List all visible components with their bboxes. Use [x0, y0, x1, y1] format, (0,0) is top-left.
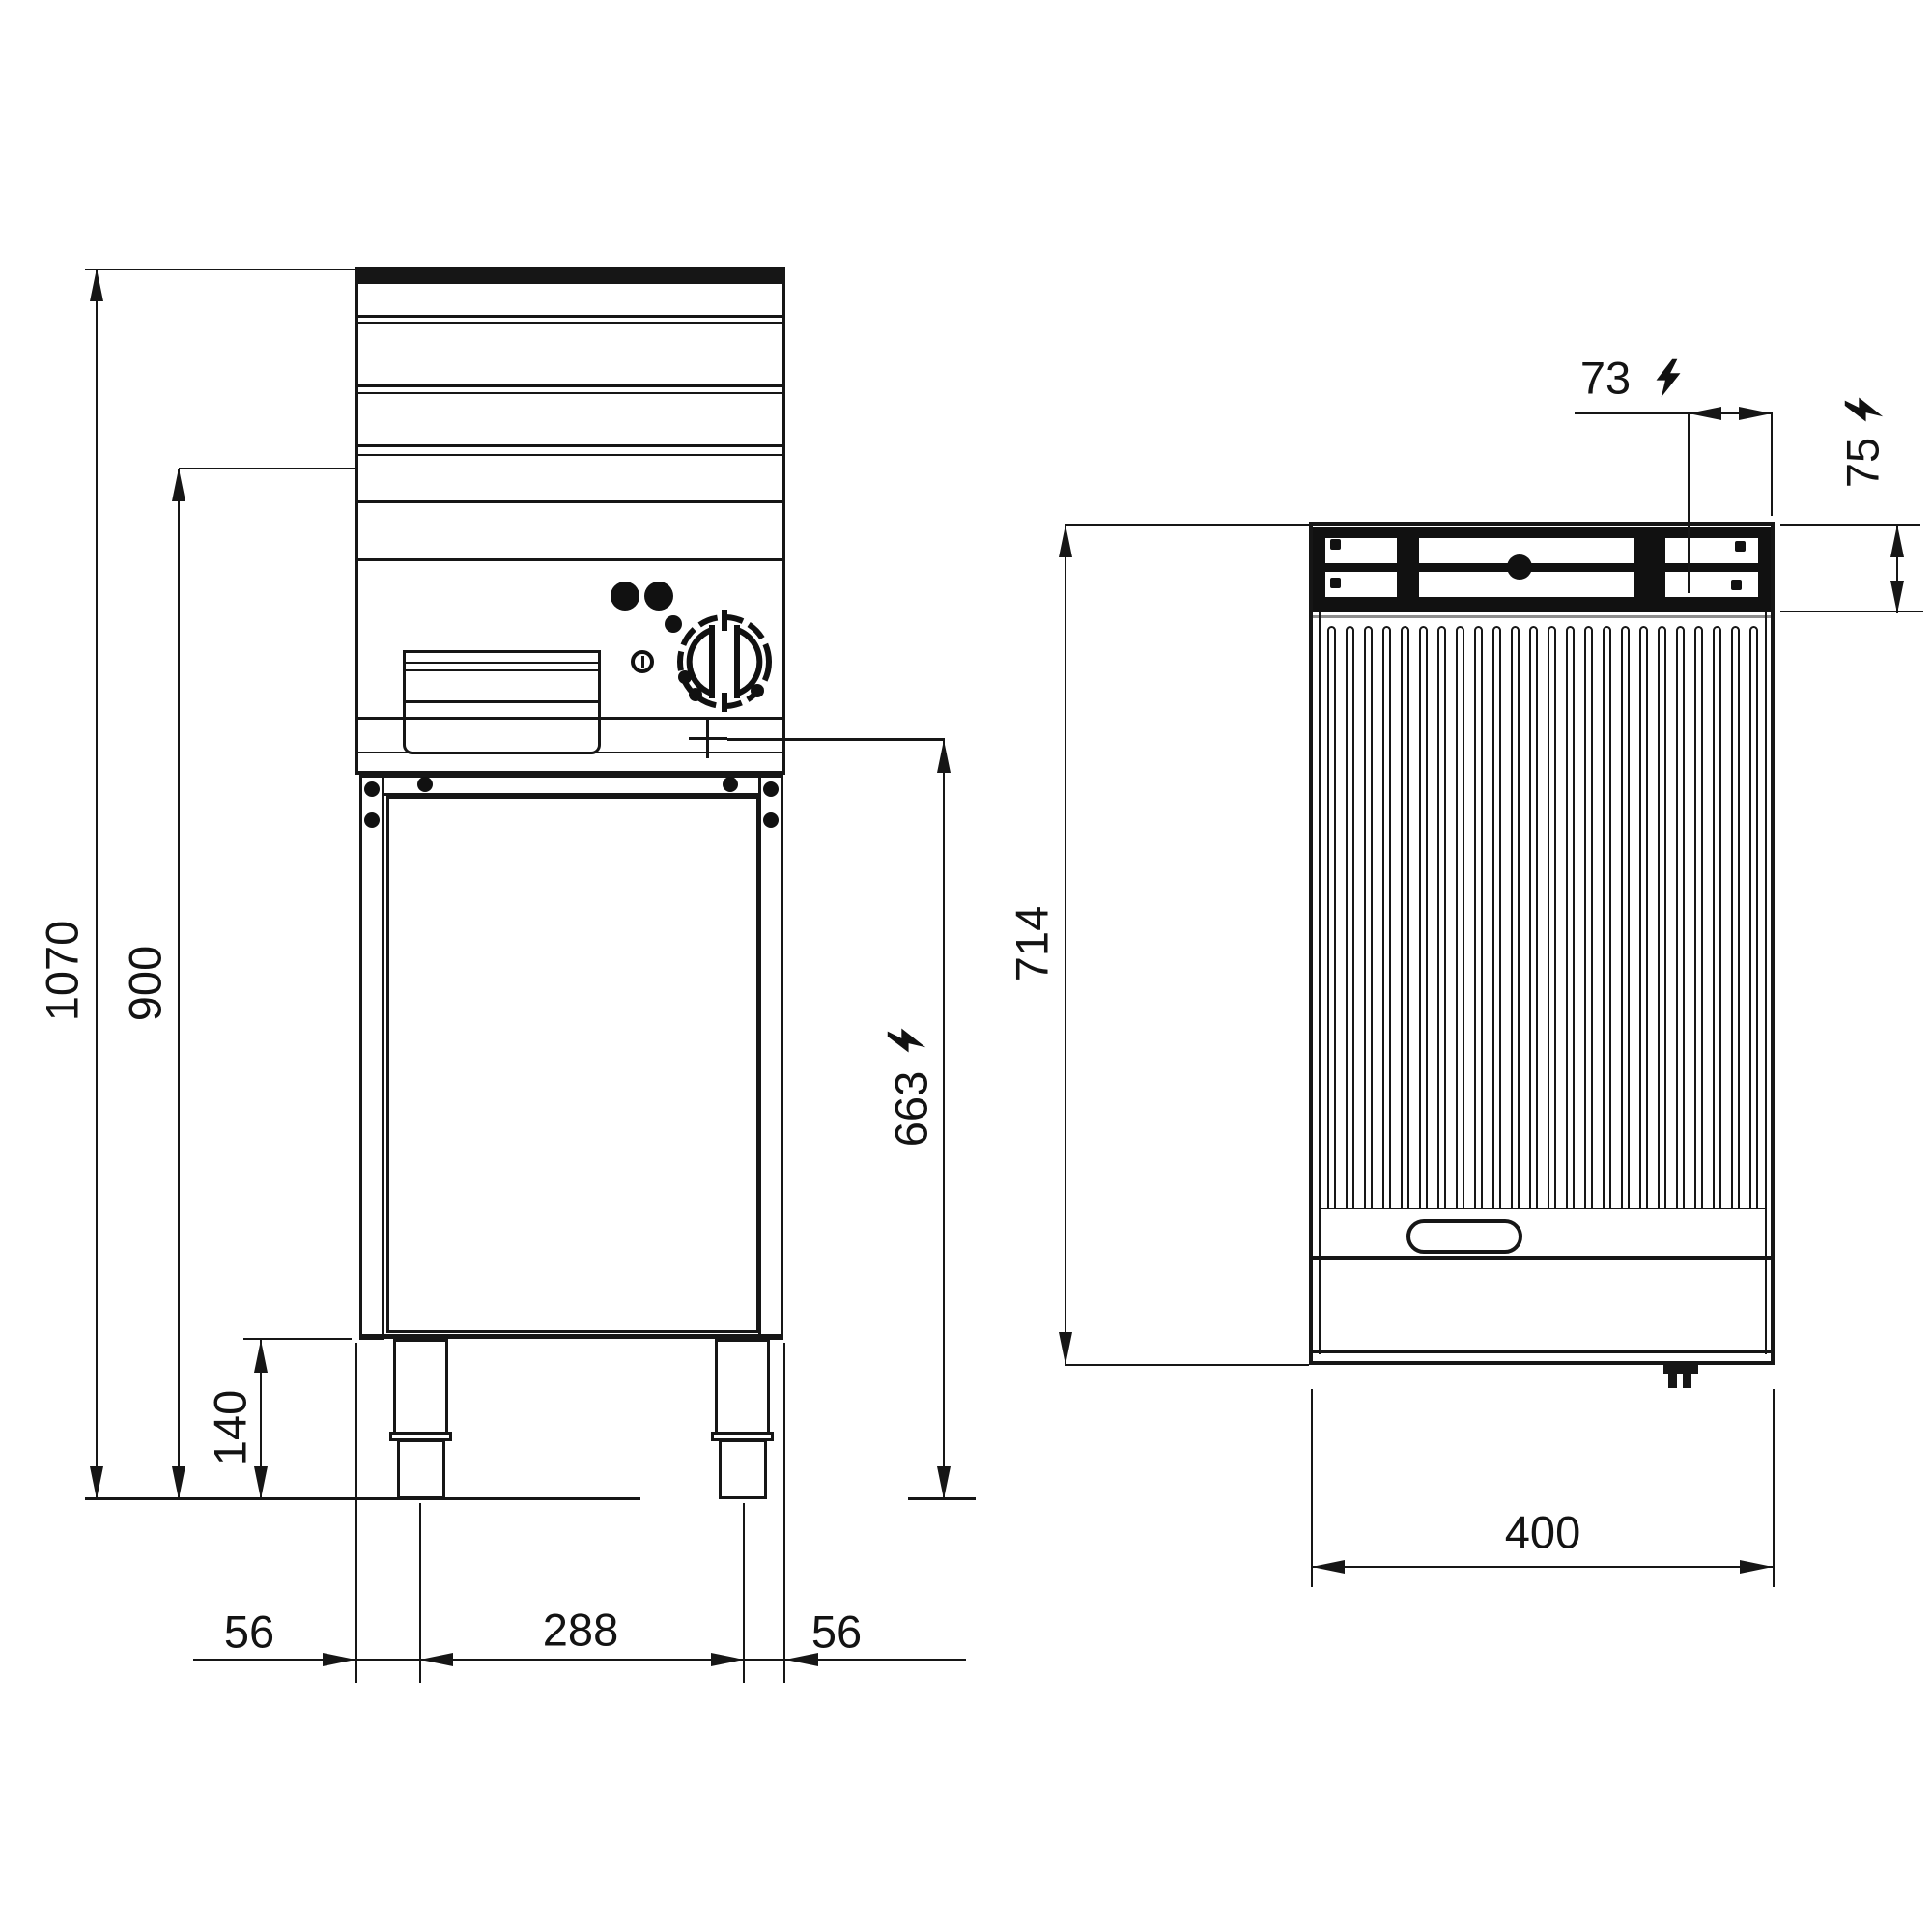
- dim-left-inset: 56: [223, 1605, 275, 1658]
- stand-post-right: [758, 775, 783, 1340]
- front-top-bar: [355, 267, 785, 284]
- front-body-right-edge: [782, 284, 785, 775]
- griddle-rib: [1676, 626, 1685, 1208]
- griddle-rib: [1639, 626, 1648, 1208]
- griddle-rib: [1327, 626, 1336, 1208]
- griddle-rib: [1382, 626, 1391, 1208]
- griddle-rib: [1749, 626, 1758, 1208]
- leg-left-upper: [393, 1339, 448, 1435]
- stand-post-left: [359, 775, 384, 1340]
- griddle-rib: [1658, 626, 1666, 1208]
- rail-screw: [1735, 541, 1746, 552]
- dim-electric-height: 663: [885, 1070, 937, 1148]
- post-screw: [364, 781, 380, 797]
- griddle-rib: [1346, 626, 1354, 1208]
- rail-screw: [1731, 580, 1742, 590]
- rail-screw: [417, 777, 433, 792]
- griddle-rib: [1529, 626, 1538, 1208]
- griddle-rib: [1566, 626, 1575, 1208]
- rail-screw: [1330, 539, 1341, 550]
- griddle-rib: [1492, 626, 1501, 1208]
- griddle-ribs: [1327, 626, 1758, 1208]
- griddle-rib: [1584, 626, 1593, 1208]
- rail-center-hole: [1507, 554, 1532, 580]
- post-screw: [364, 812, 380, 828]
- grease-drawer: [403, 650, 601, 754]
- dim-right-inset: 56: [810, 1605, 863, 1658]
- griddle-rib: [1437, 626, 1446, 1208]
- rail-screw: [1330, 578, 1341, 588]
- pilot-dot: [665, 615, 682, 633]
- griddle-rib: [1548, 626, 1556, 1208]
- dim-overall-height: 1070: [36, 920, 88, 1022]
- dim-depth: 714: [1006, 905, 1058, 982]
- ground-line: [85, 1497, 640, 1500]
- control-knob-icon: [677, 610, 772, 712]
- dim-leg-spacing: 288: [542, 1604, 619, 1656]
- post-screw: [763, 781, 779, 797]
- leg-left-foot: [397, 1439, 445, 1499]
- post-screw: [763, 812, 779, 828]
- dim-electric-x: 73: [1579, 352, 1632, 404]
- drawer-handle: [1406, 1219, 1522, 1254]
- cabinet-door: [386, 796, 759, 1333]
- connection-leader-line: [727, 738, 945, 741]
- griddle-rib: [1511, 626, 1520, 1208]
- griddle-rib: [1401, 626, 1409, 1208]
- griddle-rib: [1713, 626, 1721, 1208]
- griddle-rib: [1731, 626, 1740, 1208]
- screw-icon: [631, 650, 654, 673]
- indicator-light-right: [644, 582, 673, 611]
- dim-width: 400: [1504, 1506, 1581, 1558]
- griddle-rib: [1364, 626, 1373, 1208]
- griddle-rib: [1603, 626, 1611, 1208]
- dim-electric-y: 75: [1836, 437, 1889, 489]
- dim-body-height: 900: [119, 945, 171, 1022]
- griddle-rib: [1694, 626, 1703, 1208]
- rail-screw: [723, 777, 738, 792]
- leg-right-foot: [719, 1439, 767, 1499]
- griddle-rib: [1456, 626, 1464, 1208]
- electric-icon: [1656, 358, 1682, 403]
- griddle-rib: [1419, 626, 1428, 1208]
- electric-icon: [1844, 397, 1889, 423]
- electric-icon: [887, 1028, 931, 1054]
- front-body-left-edge: [355, 284, 358, 775]
- connector-stub: [1663, 1365, 1698, 1374]
- leg-right-upper: [715, 1339, 770, 1435]
- dim-leg-height: 140: [204, 1389, 256, 1466]
- griddle-rib: [1621, 626, 1630, 1208]
- indicator-light-left: [611, 582, 639, 611]
- griddle-rib: [1474, 626, 1483, 1208]
